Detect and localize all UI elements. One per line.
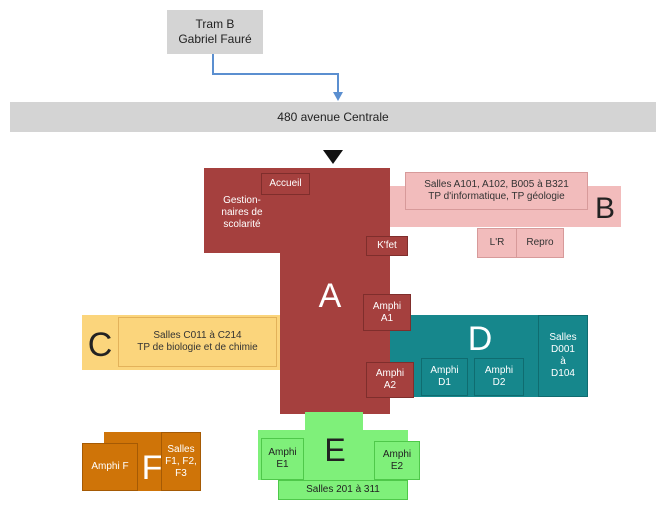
building-d-rooms: Salles D001 à D104 [538,315,588,397]
building-c-rooms-label: Salles C011 à C214 TP de biologie et de … [137,330,258,353]
building-b-lr: L'R [477,228,517,258]
tram-line-label: Tram B [195,17,235,31]
building-b-repro: Repro [516,228,564,258]
amphi-a2: Amphi A2 [366,362,414,398]
street-bar: 480 avenue Centrale [10,102,656,132]
entrance-triangle-icon [323,150,343,164]
tram-connector-arrow [212,54,343,101]
amphi-a1: Amphi A1 [363,294,411,331]
building-f-rooms-label: Salles F1, F2, F3 [165,443,197,479]
building-e-top [305,412,363,434]
amphi-e2: Amphi E2 [374,441,420,480]
amphi-d2: Amphi D2 [474,358,524,396]
building-b-rooms-label: Salles A101, A102, B005 à B321 TP d'info… [424,179,569,202]
amphi-d1: Amphi D1 [421,358,468,396]
tram-stop-name: Gabriel Fauré [178,32,252,46]
amphi-e1: Amphi E1 [261,438,304,480]
amphi-f: Amphi F [82,443,138,491]
building-a-gestion-label: Gestion- naires de scolarité [221,195,263,230]
street-label: 480 avenue Centrale [277,110,389,124]
building-c-rooms: Salles C011 à C214 TP de biologie et de … [118,317,277,367]
building-e-letter: E [324,431,346,468]
building-e-rooms: Salles 201 à 311 [278,480,408,500]
building-a-kfet: K'fet [366,236,408,256]
building-c-letter: C [87,325,113,364]
building-f-letter: F [141,449,163,487]
building-f-rooms: Salles F1, F2, F3 [161,432,201,491]
building-b-rooms: Salles A101, A102, B005 à B321 TP d'info… [405,172,588,210]
building-a-accueil: Accueil [261,173,310,195]
tram-stop-box: Tram B Gabriel Fauré [167,10,263,54]
building-d-letter: D [467,320,493,358]
building-d-rooms-label: Salles D001 à D104 [549,332,577,379]
building-a-letter: A [318,277,342,315]
building-b-letter: B [594,192,615,225]
building-e-rooms-label: Salles 201 à 311 [306,484,380,495]
